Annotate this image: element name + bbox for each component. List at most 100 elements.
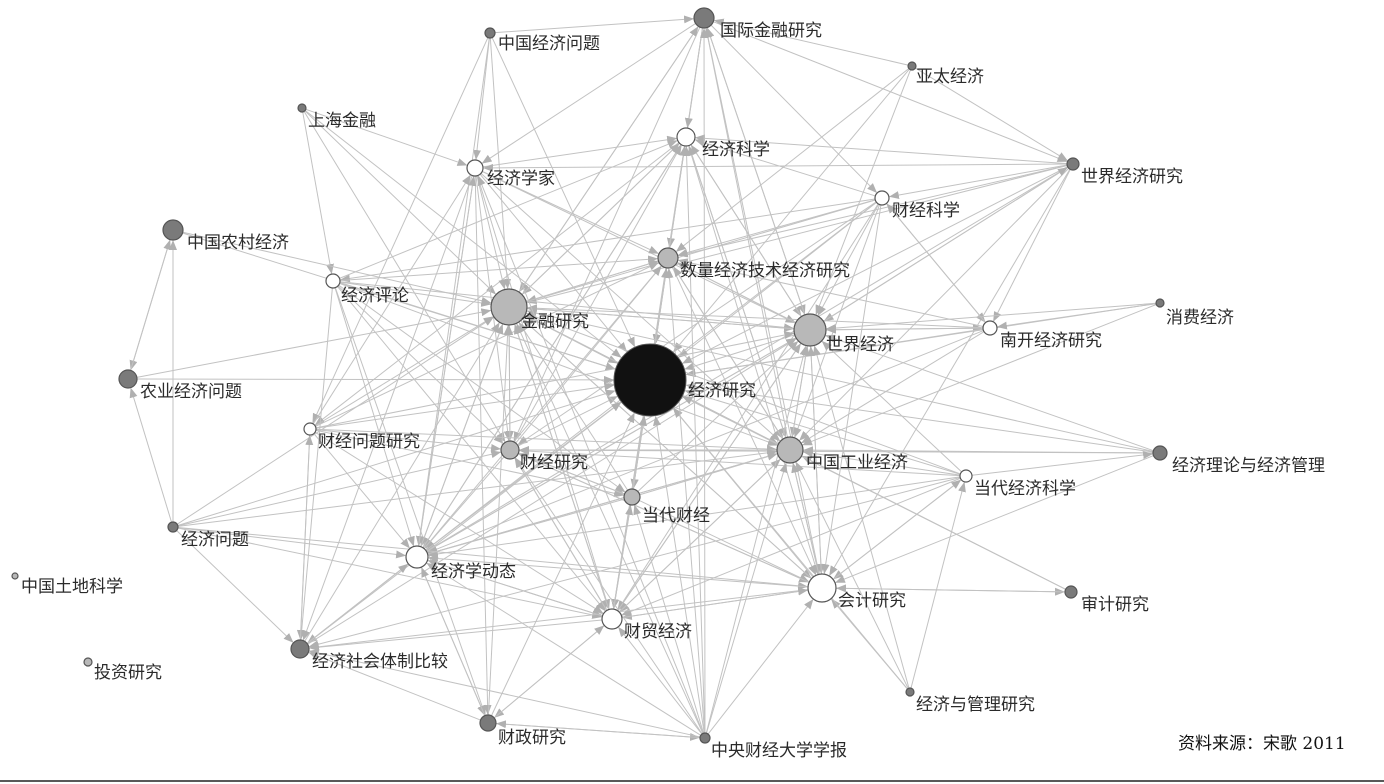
node-jjxj[interactable] [466, 159, 484, 177]
edge-sjjjyj-cjkx [888, 164, 1068, 199]
edge-jjxj-jryj [476, 175, 507, 290]
node-ytjj[interactable] [907, 61, 917, 71]
node-label-jryj: 金融研究 [521, 312, 589, 332]
node-label-xfjj: 消费经济 [1166, 308, 1234, 328]
edge-jjpl-jjkx [339, 140, 678, 279]
node-jjsh[interactable] [290, 639, 310, 659]
edge-sjyj-kjyj [835, 584, 1066, 593]
node-tzyj[interactable] [83, 657, 93, 667]
edge-jjpl-jryj [339, 281, 492, 307]
node-sjjj[interactable] [793, 313, 827, 347]
node-jjll[interactable] [1152, 445, 1168, 461]
node-label-sjyj: 审计研究 [1081, 595, 1149, 615]
node-jjpl[interactable] [325, 273, 341, 289]
node-cjwtyj[interactable] [303, 422, 317, 436]
edge-zycj-slji [665, 267, 706, 734]
edge-kjyj-jjsh [308, 589, 809, 651]
edge-jjwt-kjyj [177, 526, 809, 590]
edge-zycj-jjsh [308, 649, 701, 738]
edge-cmjj-jjxdt [427, 559, 603, 617]
edge-sjjj-slji [676, 262, 796, 324]
node-cmjj[interactable] [601, 608, 623, 630]
edge-ddjjkx-sjjj [821, 340, 962, 473]
node-slji[interactable] [657, 247, 679, 269]
edge-jjwt-zggyjj [177, 448, 778, 527]
edge-jjxj-jjyj [479, 173, 628, 353]
node-jjxdt[interactable] [405, 545, 429, 569]
edge-cjkx-slji [677, 199, 876, 257]
edge-cjyj-jjyj [517, 396, 618, 447]
node-czyj[interactable] [479, 714, 497, 732]
edge-gjjr-kjyj [705, 27, 822, 575]
node-cjyj[interactable] [500, 440, 520, 460]
edge-ddjjkx-jjsh [308, 477, 961, 649]
node-zycj[interactable] [699, 732, 711, 744]
node-label-nyjjwt: 农业经济问题 [140, 382, 242, 402]
node-label-zggyjj: 中国工业经济 [806, 453, 908, 473]
edge-ytjj-sjjjyj [915, 67, 1068, 161]
node-zgjjwt[interactable] [484, 27, 496, 39]
node-label-zgtd: 中国土地科学 [21, 577, 123, 597]
edge-sjjjyj-jjxdt [426, 166, 1069, 552]
edge-cjwtyj-ddcj [315, 429, 625, 498]
edge-jjxdt-jryj [420, 323, 504, 547]
node-label-sjjjyj: 世界经济研究 [1081, 167, 1183, 187]
edge-jjll-jryj [526, 309, 1154, 452]
edge-sjyj-jjyj [682, 396, 1066, 590]
edge-sjjj-jryj [526, 305, 795, 330]
edge-czyj-jjsh [308, 652, 481, 721]
edge-gjjr-cjyj [513, 26, 701, 442]
edge-zycj-jjkx [682, 145, 706, 734]
node-xfjj[interactable] [1155, 298, 1165, 308]
node-label-ytjj: 亚太经济 [916, 67, 984, 87]
node-label-cjwtyj: 财经问题研究 [318, 432, 420, 452]
edge-gjjr-jjxj [481, 23, 696, 164]
edge-zgjjwt-jjyj [491, 37, 635, 348]
edge-sjjj-jjyj [684, 334, 795, 371]
node-kjyj[interactable] [807, 573, 837, 603]
node-jjgl[interactable] [905, 687, 915, 697]
edge-cmjj-jryj [513, 324, 610, 610]
node-zggyjj[interactable] [776, 436, 804, 464]
edge-jjpl-slji [339, 255, 659, 282]
edge-cjyj-jjkx [513, 144, 682, 443]
edge-jjll-kjyj [835, 455, 1154, 583]
edge-cjkx-cjyj [517, 201, 877, 445]
node-ddjjkx[interactable] [959, 469, 973, 483]
node-ddcj[interactable] [623, 488, 641, 506]
node-jjyj[interactable] [613, 343, 687, 417]
edge-zycj-sjjj [705, 345, 808, 734]
edge-slji-kjyj [671, 266, 817, 576]
edge-zggyjj-gjjr [703, 27, 788, 438]
node-sjyj[interactable] [1064, 585, 1078, 599]
node-jjwt[interactable] [167, 521, 179, 533]
node-nyjjwt[interactable] [118, 369, 138, 389]
edge-xfjj-nkjj [996, 303, 1157, 330]
node-zgtd[interactable] [11, 572, 19, 580]
node-label-jjwt: 经济问题 [181, 530, 249, 550]
edge-jjwt-cjyj [177, 450, 502, 527]
edge-cjkx-zggyjj [794, 204, 881, 438]
node-cjkx[interactable] [874, 190, 890, 206]
node-zgncjj[interactable] [162, 219, 184, 241]
edge-cjkx-jryj [526, 199, 876, 303]
edge-jjgl-sjjj [813, 345, 910, 689]
edge-jjxj-jjsh [302, 175, 473, 641]
node-gjjr[interactable] [693, 7, 715, 29]
edge-nkjj-jjxdt [427, 330, 984, 554]
edge-cjwtyj-jjxj [312, 174, 471, 425]
edge-zycj-kjyj [707, 599, 814, 735]
edge-zycj-jjxdt [426, 562, 702, 736]
edge-czyj-jjyj [490, 412, 635, 716]
node-sjjjyj[interactable] [1066, 157, 1080, 171]
node-shjr[interactable] [297, 103, 307, 113]
edge-shjr-jjpl [302, 111, 334, 275]
node-jjkx[interactable] [676, 127, 696, 147]
edge-zycj-zggyjj [705, 462, 788, 734]
edge-nkjj-jryj [526, 304, 984, 329]
node-jryj[interactable] [490, 288, 528, 326]
node-nkjj[interactable] [982, 320, 998, 336]
node-label-zgjjwt: 中国经济问题 [498, 34, 600, 54]
edge-zgjjwt-cjwtyj [312, 37, 489, 424]
